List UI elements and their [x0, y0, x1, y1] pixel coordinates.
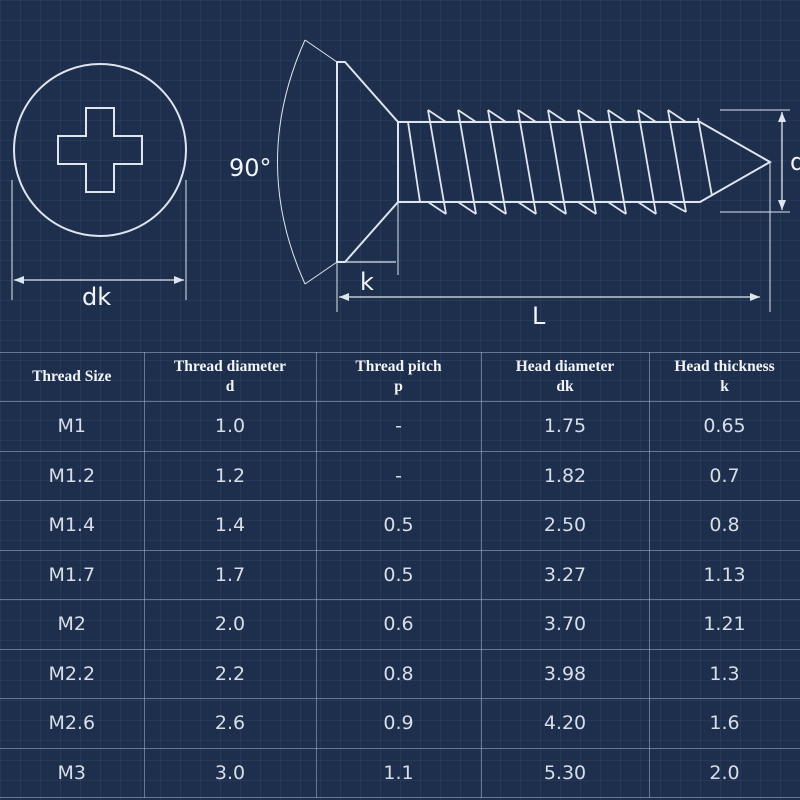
cell-thread-pitch: - [315, 401, 482, 452]
cell-thread-diameter: 2.0 [143, 599, 317, 650]
cell-head-diameter: 4.20 [480, 698, 650, 749]
cell-thread-pitch: - [315, 450, 482, 501]
cell-thread-size: M1.4 [0, 500, 145, 551]
screw-shank-outline [398, 121, 773, 203]
cell-head-thickness: 1.3 [648, 648, 800, 699]
cell-thread-pitch: 0.5 [315, 549, 482, 600]
table-row: M1 1.0 - 1.75 0.65 [0, 401, 800, 452]
screw-head-top-view [13, 63, 187, 237]
cell-head-thickness: 1.6 [648, 698, 800, 749]
cell-thread-size: M2.2 [0, 648, 145, 699]
cell-thread-diameter: 3.0 [143, 747, 317, 798]
cell-thread-size: M1.7 [0, 549, 145, 600]
cell-thread-size: M1.2 [0, 450, 145, 501]
angle-dimension-arc [277, 39, 306, 285]
phillips-cross-icon [57, 107, 143, 193]
angle-extension-bottom [304, 261, 338, 285]
screw-drawing-svg [11, 39, 790, 312]
cell-head-diameter: 1.75 [480, 401, 650, 452]
table-row: M1.2 1.2 - 1.82 0.7 [0, 450, 800, 501]
cell-thread-size: M1 [0, 401, 145, 452]
cell-head-thickness: 2.0 [648, 747, 800, 798]
k-dimension-label: k [360, 268, 374, 296]
cell-head-thickness: 1.13 [648, 549, 800, 600]
cell-head-diameter: 5.30 [480, 747, 650, 798]
header-thread-pitch: Thread pitch p [315, 352, 482, 402]
cell-thread-pitch: 0.5 [315, 500, 482, 551]
d-dimension-label: d [790, 148, 800, 176]
cell-head-thickness: 0.8 [648, 500, 800, 551]
cell-thread-diameter: 2.2 [143, 648, 317, 699]
header-thread-diameter: Thread diameter d [143, 352, 317, 402]
angle-dimension-label: 90° [229, 154, 272, 182]
table-row: M2.6 2.6 0.9 4.20 1.6 [0, 698, 800, 749]
cell-thread-size: M2 [0, 599, 145, 650]
cell-head-thickness: 0.65 [648, 401, 800, 452]
dk-dimension-label: dk [82, 283, 112, 311]
cell-thread-pitch: 1.1 [315, 747, 482, 798]
cell-thread-pitch: 0.9 [315, 698, 482, 749]
cell-thread-diameter: 2.6 [143, 698, 317, 749]
cell-head-diameter: 3.98 [480, 648, 650, 699]
cell-head-diameter: 3.70 [480, 599, 650, 650]
cell-head-thickness: 0.7 [648, 450, 800, 501]
cell-thread-diameter: 1.2 [143, 450, 317, 501]
cell-head-diameter: 2.50 [480, 500, 650, 551]
angle-extension-top [304, 39, 338, 63]
cell-thread-size: M3 [0, 747, 145, 798]
screw-spec-table: Thread Size Thread diameter d Thread pit… [0, 352, 800, 798]
cell-thread-diameter: 1.0 [143, 401, 317, 452]
L-dimension-label: L [532, 302, 546, 330]
table-row: M3 3.0 1.1 5.30 2.0 [0, 747, 800, 798]
table-row: M2.2 2.2 0.8 3.98 1.3 [0, 648, 800, 699]
cell-thread-size: M2.6 [0, 698, 145, 749]
header-head-thickness: Head thickness k [648, 352, 800, 402]
cell-head-diameter: 1.82 [480, 450, 650, 501]
header-thread-size: Thread Size [0, 352, 145, 402]
cell-head-diameter: 3.27 [480, 549, 650, 600]
table-row: M1.7 1.7 0.5 3.27 1.13 [0, 549, 800, 600]
screw-threads [407, 109, 713, 215]
header-head-diameter: Head diameter dk [480, 352, 650, 402]
d-arrows [778, 112, 786, 210]
cell-thread-pitch: 0.8 [315, 648, 482, 699]
cell-thread-diameter: 1.4 [143, 500, 317, 551]
table-row: M1.4 1.4 0.5 2.50 0.8 [0, 500, 800, 551]
table-row: M2 2.0 0.6 3.70 1.21 [0, 599, 800, 650]
screw-head-side-view [336, 61, 399, 263]
screw-technical-drawing: dk 90° k L d [0, 0, 800, 345]
cell-thread-pitch: 0.6 [315, 599, 482, 650]
cell-thread-diameter: 1.7 [143, 549, 317, 600]
table-header-row: Thread Size Thread diameter d Thread pit… [0, 352, 800, 402]
cell-head-thickness: 1.21 [648, 599, 800, 650]
